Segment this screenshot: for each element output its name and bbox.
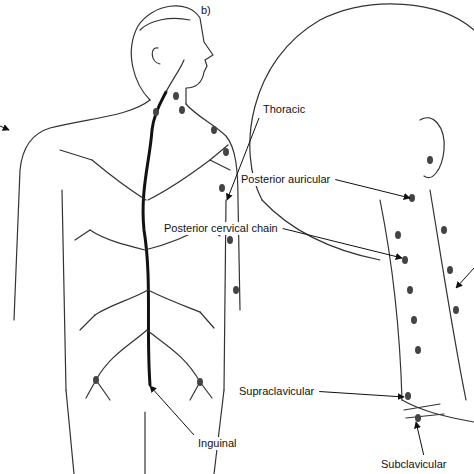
part-label: Supraclavicular (238, 385, 315, 398)
leader-line (227, 118, 259, 200)
part-label: Subclavicular (380, 458, 447, 471)
leader-line (150, 386, 194, 435)
leader-line (283, 229, 402, 259)
leader-line (416, 422, 424, 455)
part-label: b) (200, 4, 212, 17)
part-label: Posterior cervical chain (163, 222, 279, 235)
leader-line (319, 392, 404, 398)
part-label: Inguinal (197, 437, 238, 450)
part-label: Thoracic (262, 103, 306, 116)
leader-line (335, 180, 410, 199)
part-label: Posterior auricular (240, 173, 331, 186)
